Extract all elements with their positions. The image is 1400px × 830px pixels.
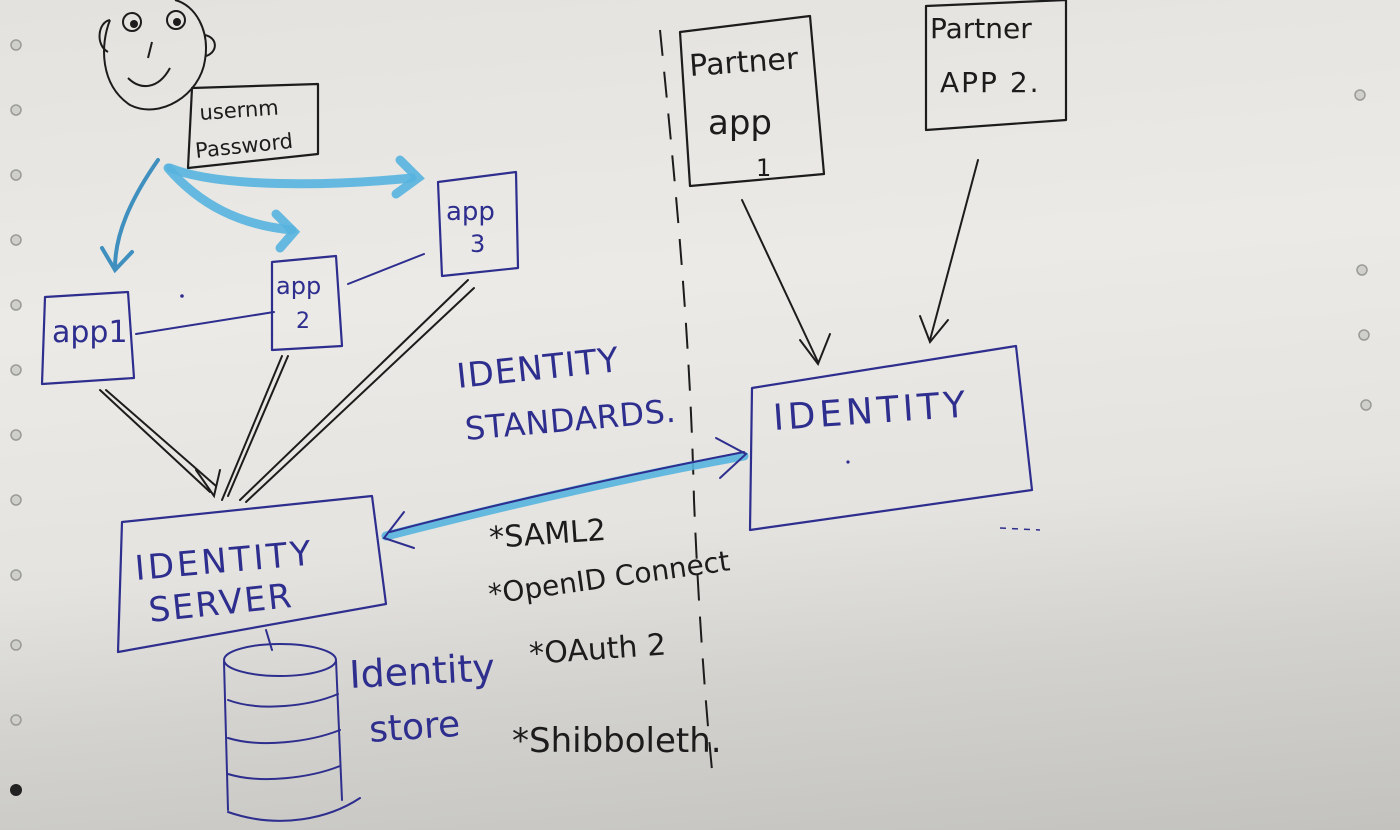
- app1-box: app1: [40, 290, 136, 386]
- binder-holes: [10, 39, 1372, 796]
- identity-store-cylinder: [223, 629, 361, 822]
- app2-number: 2: [296, 309, 310, 334]
- partner-app-1-label-2: app: [708, 103, 772, 143]
- apps-to-server-arrows: [99, 279, 475, 503]
- federation-arrow: [381, 437, 749, 549]
- partner-app-2-label-1: Partner: [930, 12, 1032, 45]
- partner-identity-box: IDENTITY: [748, 344, 1041, 532]
- partner-to-identity-arrows: [741, 159, 979, 367]
- standard-openid-connect: *OpenID Connect: [486, 544, 732, 611]
- app2-label: app: [276, 272, 321, 300]
- login-flow-arrows: [100, 155, 425, 274]
- identity-server-box: IDENTITY SERVER: [116, 494, 388, 654]
- app3-number: 3: [470, 230, 485, 258]
- identity-standards-label-2: STANDARDS.: [463, 392, 677, 448]
- standard-saml2: *SAML2: [488, 513, 607, 556]
- app3-label: app: [446, 197, 495, 227]
- identity-store-label-1: Identity: [348, 645, 496, 697]
- standard-shibboleth: *Shibboleth.: [512, 721, 722, 761]
- app-connectors: [135, 253, 425, 335]
- partner-app-1-label-3: 1: [756, 154, 771, 182]
- partner-app-1-box: Partner app 1: [678, 14, 826, 188]
- username-label: usernm: [199, 96, 280, 125]
- identity-standards-label-1: IDENTITY: [455, 340, 622, 397]
- partner-app-1-label-1: Partner: [688, 41, 800, 84]
- partner-app-2-label-2: APP 2.: [940, 66, 1041, 99]
- app2-box: app 2: [270, 254, 344, 352]
- identity-store-label-2: store: [368, 704, 462, 751]
- credentials-box: usernm Password: [186, 82, 320, 170]
- user-face-icon: [98, 0, 216, 111]
- app3-box: app 3: [436, 170, 520, 278]
- partner-app-2-box: Partner APP 2.: [924, 0, 1068, 132]
- app1-label: app1: [52, 315, 128, 350]
- partner-identity-label: IDENTITY: [772, 384, 971, 439]
- standard-oauth2: *OAuth 2: [528, 628, 667, 672]
